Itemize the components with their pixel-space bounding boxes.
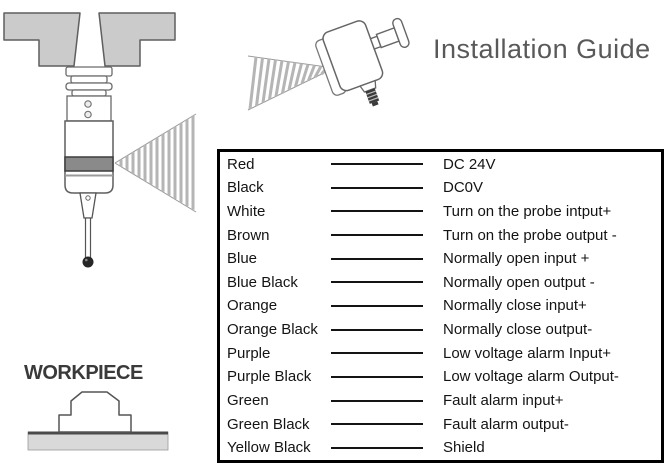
wire-connector-line: [331, 352, 423, 355]
wire-row: Green Black Fault alarm output-: [220, 413, 661, 436]
wire-function-label: Turn on the probe output -: [443, 226, 617, 244]
wire-color-label: Black: [227, 179, 264, 197]
wire-function-label: Normally open output -: [443, 273, 595, 291]
probe-emitter-band: [64, 156, 114, 172]
wire-function-label: Normally close input+: [443, 297, 587, 315]
wire-row: Blue Black Normally open output -: [220, 271, 661, 294]
workpiece-drawing: [27, 391, 169, 451]
page-title: Installation Guide: [433, 34, 651, 64]
wire-connector-line: [331, 423, 423, 426]
wire-row: Brown Turn on the probe output -: [220, 224, 661, 247]
wire-row: Yellow Black Shield: [220, 436, 661, 459]
wire-color-label: Yellow Black: [227, 439, 311, 457]
wire-color-label: White: [227, 202, 266, 220]
wire-color-label: Red: [227, 155, 255, 173]
wire-function-label: Fault alarm output-: [443, 415, 569, 433]
wire-function-label: DC0V: [443, 179, 484, 197]
wiring-table: Red DC 24V Black DC0V White Turn on the …: [217, 149, 664, 463]
wire-connector-line: [331, 328, 423, 331]
wire-connector-line: [331, 163, 423, 166]
probe-signal-fan-icon: [114, 113, 197, 213]
wire-row: Green Fault alarm input+: [220, 389, 661, 412]
wire-connector-line: [331, 186, 423, 189]
wire-connector-line: [331, 281, 423, 284]
wire-function-label: Fault alarm input+: [443, 392, 564, 410]
tool-holder-flanges: [65, 66, 113, 97]
wire-connector-line: [331, 399, 423, 402]
wire-connector-line: [331, 304, 423, 307]
wire-color-label: Green: [227, 392, 269, 410]
wire-function-label: Normally close output-: [443, 321, 593, 339]
wire-function-label: DC 24V: [443, 155, 496, 173]
wire-color-label: Orange Black: [227, 321, 318, 339]
cable-connector: [359, 79, 380, 107]
wire-color-label: Purple Black: [227, 368, 312, 386]
wire-connector-line: [331, 234, 423, 237]
wire-row: White Turn on the probe intput+: [220, 200, 661, 223]
wire-function-label: Turn on the probe intput+: [443, 202, 612, 220]
wire-row: Purple Black Low voltage alarm Output-: [220, 365, 661, 388]
spindle-probe-drawing: [3, 12, 197, 268]
receiver-signal-fan-icon: [247, 55, 335, 111]
wire-color-label: Blue: [227, 250, 258, 268]
wire-connector-line: [331, 257, 423, 260]
wire-color-label: Blue Black: [227, 273, 298, 291]
wire-color-label: Orange: [227, 297, 278, 315]
receiver-drawing: [247, 17, 410, 111]
wire-connector-line: [331, 446, 423, 449]
stylus-ball: [82, 256, 94, 268]
wire-function-label: Shield: [443, 439, 485, 457]
workpiece-label: WORKPIECE: [24, 362, 143, 384]
mounting-knob: [369, 17, 410, 50]
probe-stylus: [79, 192, 97, 268]
wire-color-label: Purple: [227, 344, 271, 362]
receiver-body: [315, 17, 410, 107]
wire-function-label: Normally open input +: [443, 250, 590, 268]
wire-row: Orange Black Normally close output-: [220, 318, 661, 341]
wire-row: Orange Normally close input+: [220, 294, 661, 317]
wire-row: Red DC 24V: [220, 153, 661, 176]
probe-body: [64, 120, 114, 194]
wire-color-label: Green Black: [227, 415, 310, 433]
wire-connector-line: [331, 375, 423, 378]
spindle-housing: [3, 12, 176, 67]
workpiece-block: [58, 391, 132, 433]
probe-shank: [66, 95, 112, 122]
wire-function-label: Low voltage alarm Input+: [443, 344, 612, 362]
wire-function-label: Low voltage alarm Output-: [443, 368, 619, 386]
wire-row: Blue Normally open input +: [220, 247, 661, 270]
wire-row: Purple Low voltage alarm Input+: [220, 342, 661, 365]
wire-row: Black DC0V: [220, 176, 661, 199]
wire-connector-line: [331, 210, 423, 213]
wire-color-label: Brown: [227, 226, 270, 244]
